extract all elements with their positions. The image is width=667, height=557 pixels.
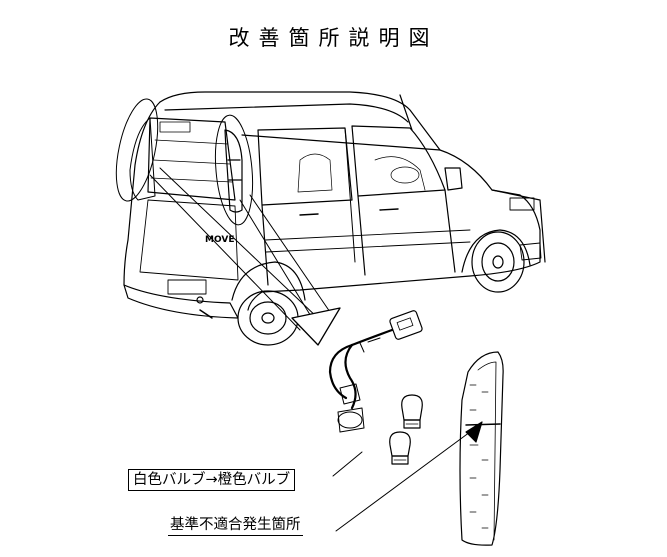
- pointer-arrow: [291, 307, 341, 346]
- diagram-title: 改善箇所説明図: [228, 26, 439, 50]
- rear-lamp-lens: [459, 351, 504, 546]
- car-body: MOVE: [123, 91, 546, 346]
- bulb-amber: [389, 431, 411, 465]
- lamp-highlight-circles: [115, 98, 254, 226]
- bulb-white: [401, 394, 423, 429]
- vehicle-badge: MOVE: [205, 235, 234, 245]
- leader-nonconformity: [335, 431, 471, 532]
- callout-nonconformity: 基準不適合発生箇所: [168, 515, 303, 536]
- leader-bulb-change: [332, 451, 363, 477]
- pointer-lines: [149, 167, 331, 331]
- wire-harness: [328, 310, 423, 433]
- callout-bulb-change: 白色バルブ→橙色バルブ: [128, 469, 296, 491]
